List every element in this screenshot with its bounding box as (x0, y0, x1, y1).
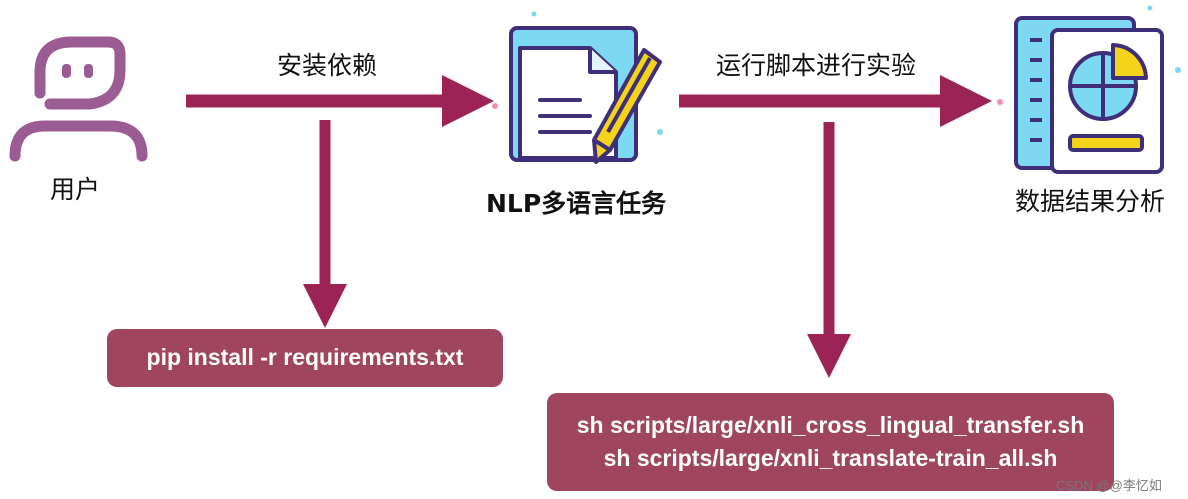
run-command-line1: sh scripts/large/xnli_cross_lingual_tran… (576, 411, 1085, 438)
node-task-label: NLP多语言任务 (486, 189, 667, 218)
run-command-box: sh scripts/large/xnli_cross_lingual_tran… (547, 393, 1114, 491)
node-user-label: 用户 (50, 175, 101, 204)
document-pencil-icon (509, 26, 662, 164)
install-command-box: pip install -r requirements.txt (107, 329, 503, 387)
sparkles-analysis (997, 5, 1181, 105)
user-icon (9, 36, 148, 162)
watermark: CSDN @@李忆如 (1056, 478, 1162, 493)
edge-install-label: 安装依赖 (277, 51, 378, 80)
run-command-line2: sh scripts/large/xnli_translate-train_al… (603, 445, 1058, 471)
node-analysis-label: 数据结果分析 (1015, 187, 1166, 216)
install-command: pip install -r requirements.txt (146, 344, 464, 371)
user-eyes (62, 64, 93, 78)
edge-run-label: 运行脚本进行实验 (716, 51, 917, 80)
analysis-report-icon (1014, 16, 1164, 174)
